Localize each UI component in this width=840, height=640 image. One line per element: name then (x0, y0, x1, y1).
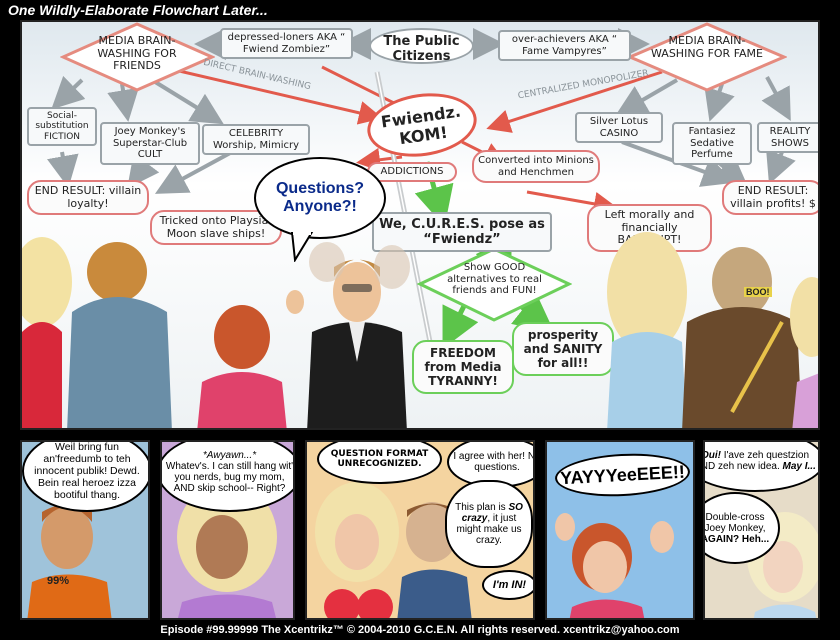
panel-3-bubble-d: I'm IN! (482, 570, 533, 600)
comic-title: One Wildly-Elaborate Flowchart Later... (8, 2, 268, 18)
questions-bubble-tail (290, 232, 314, 262)
panel-2-bubble: *Awyawn...* Whatev's. I can still hang w… (162, 442, 294, 512)
panel-3-bubble-d-text: I'm IN! (492, 579, 527, 591)
panel-1-bubble: Weil bring fun an'freedumb to teh innoce… (22, 441, 148, 512)
panel-2-bubble-emphasis: *Awyawn...* (202, 450, 257, 461)
panel-4-bubble-text: YAYYYeeEEE!! (559, 461, 686, 488)
loners-node: depressed-loners AKA “ Fwiend Zombiez” (220, 28, 353, 59)
end-profits-node: END RESULT: villain profits! $ (722, 180, 818, 216)
panel-5-bubble-b-text: Double-cross Joey Monkey, AGAIN? Heh... (703, 511, 774, 545)
panel-1: 99% Weil bring fun an'freedumb to teh in… (20, 440, 150, 620)
achievers-node: over-achievers AKA “ Fame Vampyres” (498, 30, 631, 61)
reality-shows-node: REALITY SHOWS (757, 122, 818, 153)
panel-3-bubble-a-text: QUESTION FORMAT UNRECOGNIZED. (330, 449, 429, 469)
panel-5: Oui! I'ave zeh questzion AND zeh new ide… (703, 440, 820, 620)
panel-3-bubble-c-part1: This plan is (455, 502, 509, 513)
panel-5-bubble-b-part1: Double-cross Joey Monkey, (704, 511, 766, 534)
diamond-good-alt-shape (417, 247, 572, 322)
boo-shirt-text: BOO! (744, 287, 772, 297)
cures-node: We, C.U.R.E.S. pose as “Fwiendz” (372, 212, 552, 252)
panel-3-bubble-b-text: I agree with her! No questions. (453, 451, 535, 473)
media-friends-label: MEDIA BRAIN-WASHING FOR FRIENDS (97, 34, 177, 73)
good-alternatives-label: Show GOOD alternatives to real friends a… (447, 262, 542, 296)
end-loyalty-node: END RESULT: villain loyalty! (27, 180, 149, 216)
diamond-media-friends-shape (60, 22, 215, 92)
panel-5-bubble-a: Oui! I'ave zeh questzion AND zeh new ide… (705, 442, 818, 492)
panel-5-bubble-a-emphasis: Oui! (705, 450, 721, 461)
panel-5-bubble-b-part3: Heh... (739, 533, 770, 545)
converted-node: Converted into Minions and Henchmen (472, 150, 600, 183)
joey-cult-node: Joey Monkey's Superstar-Club CULT (100, 122, 200, 165)
panel-3-bubble-c-text: This plan is SO crazy, it just might mak… (451, 502, 527, 546)
panel-4-character (555, 513, 674, 618)
sanity-node: prosperity and SANITY for all!! (512, 322, 614, 376)
panel-3-bubble-c: This plan is SO crazy, it just might mak… (445, 480, 533, 568)
social-fiction-node: Social-substitution FICTION (27, 107, 97, 147)
panel-5-bubble-a-part3: May I... (782, 461, 816, 472)
panel-3-bubble-c-part3: , it just might make us crazy. (456, 513, 522, 546)
diamond-media-fame-shape (627, 22, 787, 92)
public-citizens-node: The Public Citizens (369, 28, 474, 64)
panel-2-bubble-text: Whatev's. I can still hang wit' you nerd… (165, 461, 294, 494)
panel-5-bubble-a-text: Oui! I'ave zeh questzion AND zeh new ide… (705, 450, 818, 472)
panel-2: *Awyawn...* Whatev's. I can still hang w… (160, 440, 295, 620)
celebrity-node: CELEBRITY Worship, Mimicry (202, 124, 310, 155)
panel-3-bubble-c-emphasis: SO crazy (461, 502, 523, 524)
panel-5-character (747, 512, 818, 618)
questions-bubble: Questions? Anyone?! (254, 157, 386, 239)
panel-3-bubble-a: QUESTION FORMAT UNRECOGNIZED. (317, 442, 442, 484)
panel-3-characters (315, 482, 472, 618)
main-characters-illustration (22, 232, 818, 428)
panel-1-bubble-text: Weil bring fun an'freedumb to teh innoce… (34, 441, 140, 501)
media-fame-label: MEDIA BRAIN-WASHING FOR FAME (651, 34, 763, 60)
footer-copyright: Episode #99.99999 The Xcentrikz™ © 2004-… (160, 624, 680, 636)
panel-5-bubble-b-emphasis: AGAIN? (703, 533, 740, 545)
panel-5-bubble-a-part2: I'ave zeh questzion AND zeh new idea. (705, 450, 810, 472)
panel-1-shirt-text: 99% (47, 575, 70, 587)
main-panel: MEDIA BRAIN-WASHING FOR FRIENDS MEDIA BR… (20, 20, 820, 430)
panel-5-bubble-b: Double-cross Joey Monkey, AGAIN? Heh... (703, 492, 780, 564)
panel-4: YAYYYeeEEE!! (545, 440, 695, 620)
panel-3: QUESTION FORMAT UNRECOGNIZED. I agree wi… (305, 440, 535, 620)
addictions-node: ADDICTIONS (367, 162, 457, 182)
silver-lotus-node: Silver Lotus CASINO (575, 112, 663, 143)
fantasiez-node: Fantasiez Sedative Perfume (672, 122, 752, 165)
questions-bubble-text: Questions? Anyone?! (275, 180, 364, 215)
